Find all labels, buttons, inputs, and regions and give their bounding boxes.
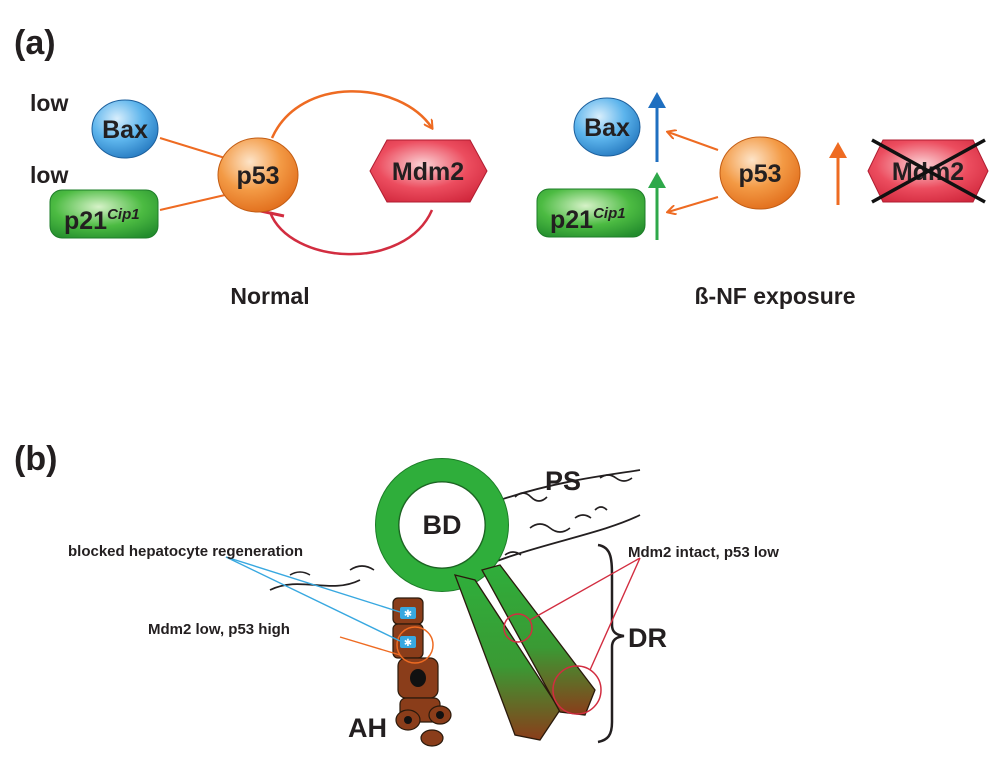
p53-label: p53 (236, 162, 279, 190)
mdm2-intact-highlight-circle (503, 613, 533, 643)
p53-up-arrow-icon (829, 142, 847, 158)
blocked-leader-line (225, 556, 401, 613)
liver-schematic: ✱ ✱ BD PS DR AH blocked hepatocyte regen… (68, 458, 779, 747)
parenchyma-squiggle (349, 565, 375, 571)
bd-label: BD (423, 510, 462, 540)
exposure-scenario: Bax p21Cip1 p53 Mdm2 ß-NF exposure (536, 92, 989, 309)
hepatocyte-cell (420, 729, 444, 747)
ps-squiggle (594, 506, 608, 511)
bax-node (91, 99, 159, 159)
bax-label-exposure: Bax (584, 114, 630, 142)
ps-squiggle (514, 492, 548, 502)
p21-node-exposure (536, 188, 646, 238)
blocked-nucleus-icon (400, 607, 416, 619)
p53-label-exposure: p53 (738, 160, 781, 188)
ps-label: PS (545, 466, 581, 496)
p53-node-exposure (719, 136, 801, 210)
p53-node (217, 137, 299, 213)
hepatocyte-nucleus (410, 669, 426, 687)
exposure-caption: ß-NF exposure (694, 283, 855, 309)
blocked-nucleus-icon (400, 636, 416, 648)
p21-label-exposure: p21Cip1 (550, 205, 626, 234)
normal-caption: Normal (230, 283, 309, 309)
p53-to-p21-arrow (668, 196, 719, 212)
ps-squiggle (574, 514, 592, 519)
blocked-leader-line (225, 556, 401, 642)
p21-node (49, 189, 159, 239)
p21-up-arrow-icon (648, 172, 666, 188)
p21-p53-link (159, 194, 226, 211)
bax-level-label: low (30, 90, 68, 116)
bax-up-arrow-icon (648, 92, 666, 108)
panel-a-label: (a) (14, 24, 56, 62)
mdm2-label: Mdm2 (392, 158, 464, 186)
panel-b-label: (b) (14, 440, 57, 478)
star-icon: ✱ (404, 638, 412, 649)
bile-duct-ring-fill (376, 459, 508, 591)
mdm2-node (369, 139, 488, 203)
mdm2-low-annotation: Mdm2 low, p53 high (148, 621, 290, 638)
star-icon: ✱ (404, 609, 412, 620)
p21-label: p21Cip1 (64, 206, 140, 235)
mdm2-low-highlight-circle (396, 626, 434, 664)
normal-scenario: low low Bax p21Cip1 p53 Mdm2 Normal (30, 90, 488, 309)
ah-label: AH (348, 713, 387, 743)
bile-duct-lumen (398, 481, 486, 569)
hepatocyte-nucleus (436, 711, 444, 719)
mdm2-cross-line-2 (871, 138, 986, 204)
bax-label: Bax (102, 116, 148, 144)
mdm2-intact-leader-line (589, 557, 641, 671)
ps-squiggle (504, 551, 522, 556)
hepatocyte-nucleus (404, 716, 412, 724)
parenchyma-squiggle (289, 571, 311, 576)
p53-to-bax-arrow (668, 132, 719, 151)
bax-p53-link (159, 137, 226, 159)
ps-squiggle (529, 523, 571, 533)
mdm2-intact-leader-line (529, 557, 641, 621)
ductular-strand-1 (453, 574, 561, 741)
ductular-strand-2 (481, 564, 596, 716)
p21-level-label: low (30, 162, 68, 188)
mdm2-intact-highlight-circle (552, 665, 602, 715)
mdm2-inhibits-p53-arc (268, 209, 434, 256)
mdm2-intact-annotation: Mdm2 intact, p53 low (628, 544, 779, 561)
bax-node-exposure (573, 97, 641, 157)
mdm2-low-leader-line (339, 636, 401, 656)
blocked-regeneration-annotation: blocked hepatocyte regeneration (68, 543, 303, 560)
dr-brace (597, 543, 625, 744)
p53-to-mdm2-arrow (270, 90, 432, 139)
ps-squiggle (599, 474, 633, 482)
dr-label: DR (628, 623, 667, 653)
